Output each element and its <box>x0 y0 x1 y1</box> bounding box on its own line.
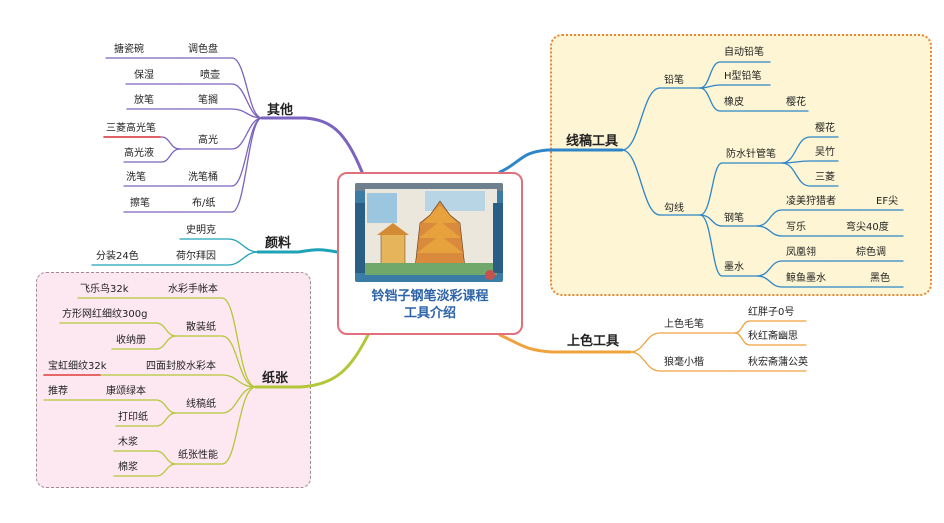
node-h-pencil[interactable]: H型铅笔 <box>724 71 762 82</box>
node-cloth-paper[interactable]: 布/纸 <box>192 198 216 209</box>
node-draft-paper[interactable]: 线稿纸 <box>186 399 216 410</box>
node-spray-bottle[interactable]: 喷壶 <box>200 70 220 81</box>
node-pen-rest[interactable]: 笔搁 <box>198 95 218 106</box>
yellow-crane-tower-sketch-image <box>355 183 503 282</box>
node-coloring-brush[interactable]: 上色毛笔 <box>664 319 704 330</box>
node-paper-properties[interactable]: 纸张性能 <box>178 450 218 461</box>
node-brush-item[interactable]: 秋红斋幽思 <box>748 331 798 342</box>
node-lamy-safari[interactable]: 凌美狩猎者 <box>786 196 836 207</box>
node-draft-sub[interactable]: 打印纸 <box>118 412 148 423</box>
node-fineliner-brand[interactable]: 三菱 <box>815 172 835 183</box>
node-wash-bucket[interactable]: 洗笔桶 <box>188 172 218 183</box>
node-feileniao[interactable]: 飞乐鸟32k <box>80 284 129 295</box>
node-loose-sub[interactable]: 方形网红细纹300g <box>62 309 148 320</box>
central-title: 铃铛子钢笔淡彩课程 工具介绍 <box>371 289 489 321</box>
node-fenghuang-ink[interactable]: 凤凰翎 <box>786 247 816 258</box>
node-whale-ink[interactable]: 鲸鱼墨水 <box>786 273 826 284</box>
central-node[interactable]: 铃铛子钢笔淡彩课程 工具介绍 <box>337 172 523 335</box>
node-wipe-pen[interactable]: 擦笔 <box>130 198 150 209</box>
node-fineliner-brand[interactable]: 樱花 <box>815 123 835 134</box>
node-fineliner[interactable]: 防水针管笔 <box>726 149 776 160</box>
node-recommend[interactable]: 推荐 <box>48 386 68 397</box>
branch-line-paper <box>254 333 370 389</box>
node-enamel-bowl[interactable]: 搪瓷碗 <box>114 44 144 55</box>
node-watercolor-book[interactable]: 水彩手帐本 <box>168 284 218 295</box>
node-holbein[interactable]: 荷尔拜因 <box>176 251 216 262</box>
node-loose-sub[interactable]: 收纳册 <box>116 335 146 346</box>
node-line-drawing[interactable]: 勾线 <box>664 203 684 214</box>
branch-paint[interactable]: 颜料 <box>265 236 292 251</box>
node-wood-pulp[interactable]: 木浆 <box>118 437 138 448</box>
branch-color-tools[interactable]: 上色工具 <box>567 334 620 349</box>
node-palette[interactable]: 调色盘 <box>188 44 218 55</box>
node-fineliner-brand[interactable]: 吴竹 <box>815 147 835 158</box>
node-black[interactable]: 黑色 <box>870 273 890 284</box>
node-wash-pen[interactable]: 洗笔 <box>126 172 146 183</box>
branch-line-other <box>260 116 364 174</box>
paper-boundary <box>36 272 311 488</box>
node-pencil[interactable]: 铅笔 <box>664 75 684 86</box>
node-loose-paper[interactable]: 散装纸 <box>186 322 216 333</box>
node-highlight-sub[interactable]: 高光液 <box>124 148 154 159</box>
sketch-tools-boundary <box>550 34 932 296</box>
node-24-colors[interactable]: 分装24色 <box>96 251 139 262</box>
node-ink[interactable]: 墨水 <box>724 262 744 273</box>
node-brown-tone[interactable]: 棕色调 <box>856 247 886 258</box>
node-mechanical-pencil[interactable]: 自动铅笔 <box>724 47 764 58</box>
node-sailor[interactable]: 写乐 <box>786 222 806 233</box>
branch-paper[interactable]: 纸张 <box>262 371 289 386</box>
node-schmincke[interactable]: 史明克 <box>186 225 216 236</box>
node-wolf-hair-brush[interactable]: 狼毫小楷 <box>664 357 704 368</box>
node-ef-nib[interactable]: EF尖 <box>876 196 899 207</box>
branch-line-paint <box>256 248 339 254</box>
node-place-pen[interactable]: 放笔 <box>134 95 154 106</box>
node-sealed-block[interactable]: 四面封胶水彩本 <box>146 361 216 372</box>
branch-other[interactable]: 其他 <box>267 103 294 118</box>
node-fountain-pen[interactable]: 钢笔 <box>724 213 744 224</box>
node-brush-item[interactable]: 红胖子0号 <box>748 307 795 318</box>
node-moisturize[interactable]: 保湿 <box>134 70 154 81</box>
node-draft-sub[interactable]: 康颂绿本 <box>106 386 146 397</box>
node-baohong[interactable]: 宝虹细纹32k <box>48 361 107 372</box>
node-highlight-sub[interactable]: 三菱高光笔 <box>106 123 156 134</box>
branch-line-sketch <box>498 148 624 174</box>
node-wolf-item[interactable]: 秋宏斋蒲公英 <box>748 357 808 368</box>
node-bent-nib[interactable]: 弯尖40度 <box>846 222 889 233</box>
node-cotton-pulp[interactable]: 棉浆 <box>118 462 138 473</box>
node-highlight[interactable]: 高光 <box>198 135 218 146</box>
branch-sketch-tools[interactable]: 线稿工具 <box>566 134 619 149</box>
branch-line-color <box>498 333 632 354</box>
node-eraser-brand[interactable]: 樱花 <box>786 97 806 108</box>
node-eraser[interactable]: 橡皮 <box>724 97 744 108</box>
